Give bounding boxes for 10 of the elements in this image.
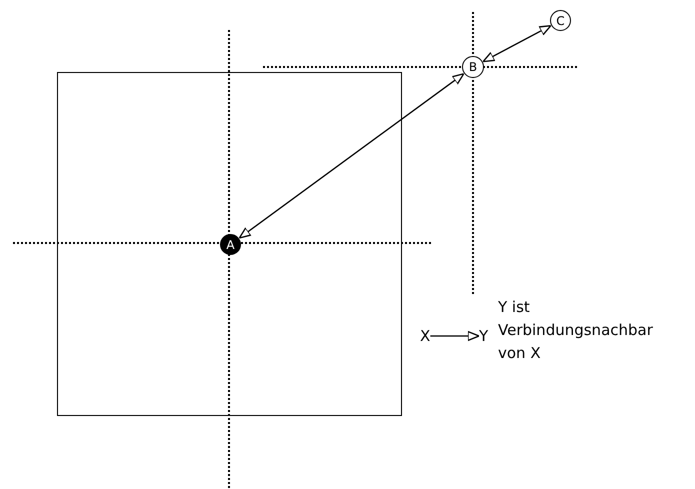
arrow (430, 330, 480, 342)
note-text: Y ist Verbindungsnachbar von X (498, 297, 654, 364)
node-circle: C (550, 10, 571, 31)
node-letter: X (420, 327, 430, 345)
node-circle: B (462, 56, 484, 78)
node-letter: Y (479, 327, 488, 345)
arrow (482, 25, 552, 62)
node-circle: A (220, 234, 241, 255)
arrow (238, 73, 464, 239)
square-outline (57, 72, 402, 416)
